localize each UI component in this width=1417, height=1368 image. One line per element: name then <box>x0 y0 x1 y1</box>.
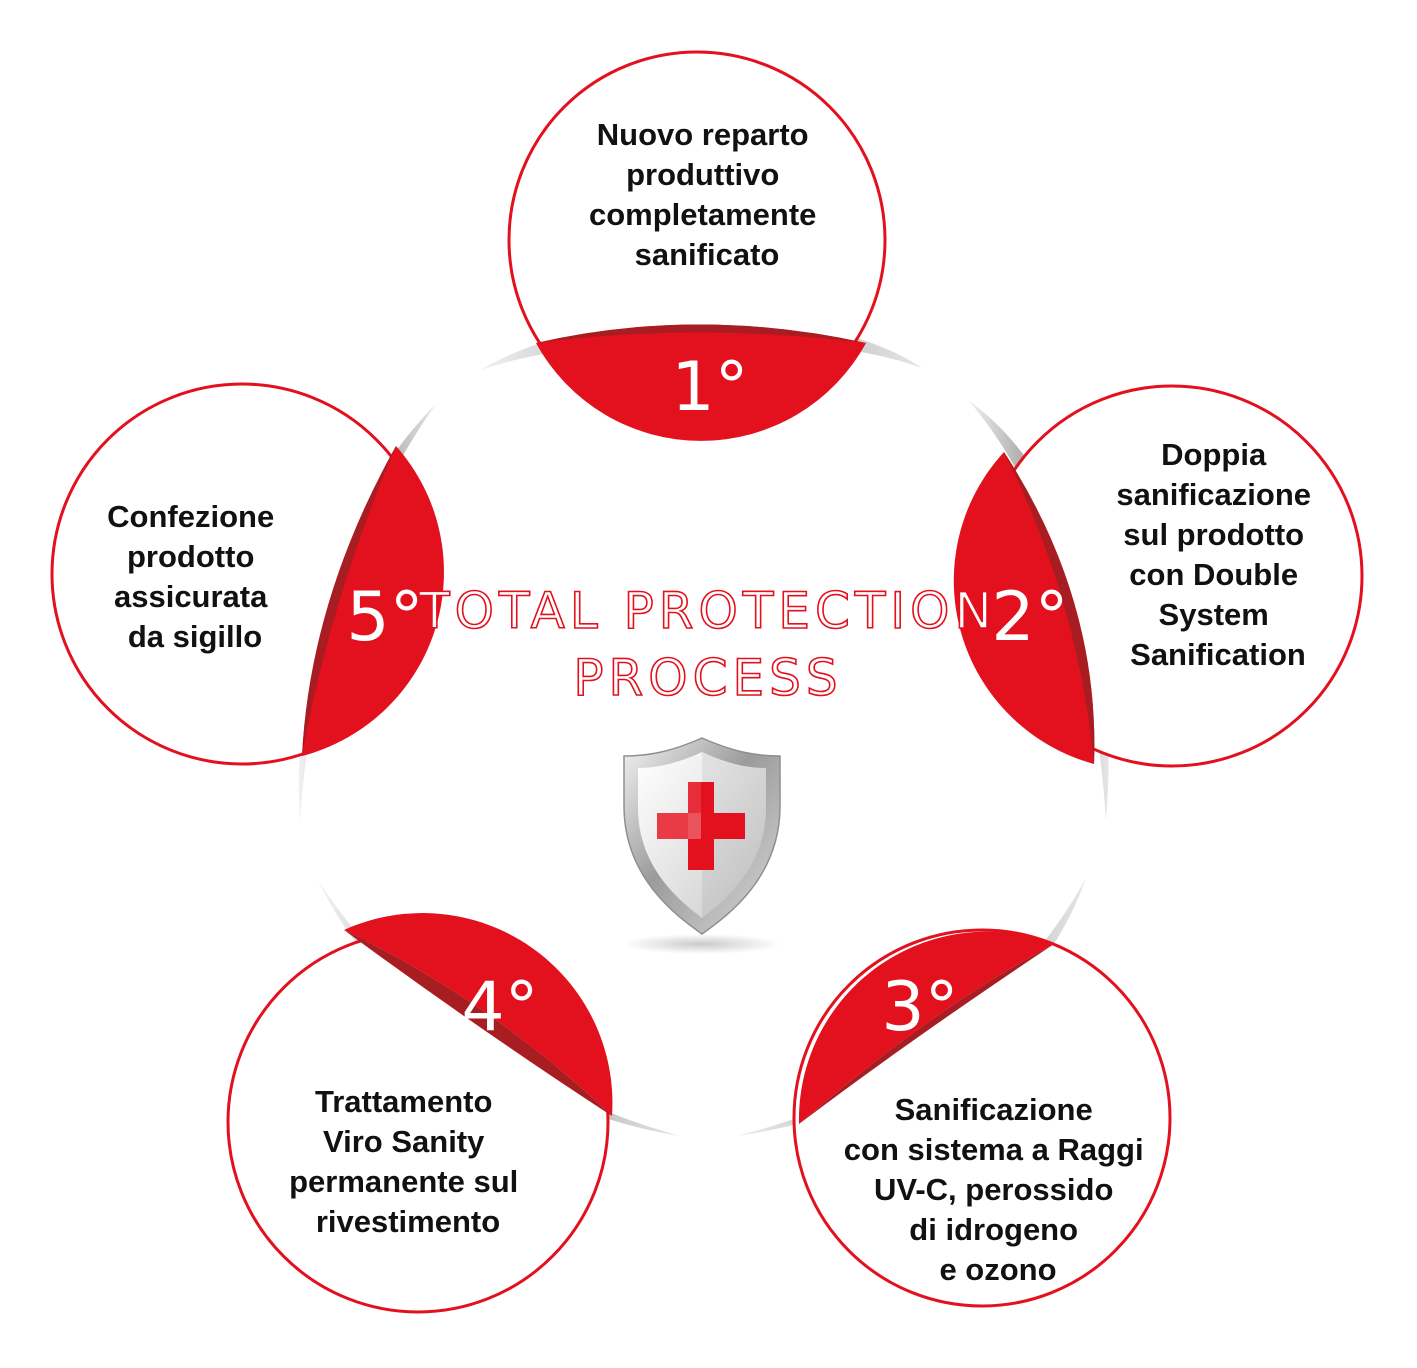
step-2-line: Doppia <box>1161 437 1267 472</box>
step-5-red-segment <box>302 446 444 756</box>
step-4-line: rivestimento <box>316 1204 500 1239</box>
step-5-line: Confezione <box>107 499 274 534</box>
step-2: 2° Doppia sanificazione sul prodotto con… <box>953 384 1364 820</box>
step-3-label: Sanificazione con sistema a Raggi UV-C, … <box>844 1092 1152 1287</box>
step-3-line: UV-C, perossido <box>874 1172 1113 1207</box>
step-4-red-segment <box>344 913 613 1116</box>
step-4-label: Trattamento Viro Sanity permanente sul r… <box>289 1084 527 1239</box>
shield-with-cross-icon <box>622 737 782 954</box>
step-3-line: con sistema a Raggi <box>844 1132 1144 1167</box>
step-1: 1° Nuovo reparto produttivo completament… <box>480 50 922 441</box>
step-2-line: sul prodotto <box>1123 517 1304 552</box>
step-2-red-segment <box>953 452 1095 764</box>
step-2-line: con Double <box>1129 557 1298 592</box>
step-5-line: prodotto <box>127 539 254 574</box>
step-5-number: 5° <box>346 578 423 657</box>
step-1-line: produttivo <box>626 157 779 192</box>
step-3-number: 3° <box>881 968 958 1047</box>
step-1-line: completamente <box>589 197 816 232</box>
center-title: TOTAL PROTECTION PROCESS <box>417 581 997 708</box>
step-5-line: assicurata <box>114 579 268 614</box>
step-2-label: Doppia sanificazione sul prodotto con Do… <box>1116 437 1319 672</box>
step-4-line: Trattamento <box>315 1084 492 1119</box>
title-line-1: TOTAL PROTECTION <box>418 582 997 640</box>
step-4-line: Viro Sanity <box>323 1124 485 1159</box>
step-5: 5° Confezione prodotto assicurata da sig… <box>50 382 444 822</box>
step-2-number: 2° <box>991 578 1068 657</box>
step-3-line: di idrogeno <box>909 1212 1078 1247</box>
step-4-line: permanente sul <box>289 1164 518 1199</box>
step-1-number: 1° <box>671 348 748 427</box>
step-5-line: da sigillo <box>128 619 262 654</box>
step-3-line: Sanificazione <box>895 1092 1093 1127</box>
step-1-label: Nuovo reparto produttivo completamente s… <box>589 117 825 272</box>
step-5-label: Confezione prodotto assicurata da sigill… <box>107 499 283 654</box>
step-4: 4° Trattamento Viro Sanity permanente su… <box>226 880 680 1314</box>
step-3-line: e ozono <box>939 1252 1056 1287</box>
step-2-line: System <box>1159 597 1269 632</box>
title-line-2: PROCESS <box>573 649 842 707</box>
step-3-red-segment <box>798 931 1054 1124</box>
step-4-dark-band <box>344 930 612 1116</box>
step-4-number: 4° <box>461 968 538 1047</box>
step-3: 3° Sanificazione con sistema a Raggi UV-… <box>735 878 1172 1308</box>
step-1-dark-band <box>536 324 866 343</box>
step-1-line: sanificato <box>635 237 780 272</box>
step-1-red-segment <box>536 324 866 441</box>
step-2-line: Sanification <box>1130 637 1306 672</box>
step-1-line: Nuovo reparto <box>597 117 809 152</box>
step-2-line: sanificazione <box>1116 477 1311 512</box>
